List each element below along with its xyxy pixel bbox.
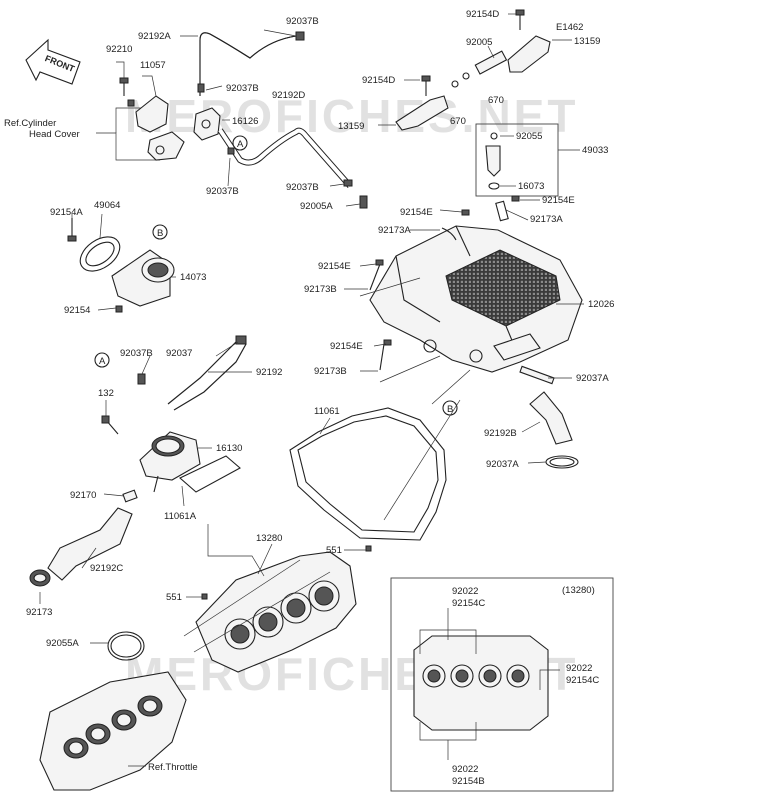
label-92154a: 92154A	[50, 207, 83, 218]
inset-title: (13280)	[562, 585, 595, 596]
label-92154e-b: 92154E	[542, 195, 575, 206]
label-92055a: 92055A	[46, 638, 79, 649]
label-670-b: 670	[450, 116, 466, 127]
label-92037b-hose: 92037B	[120, 348, 153, 359]
o-ring-92055a	[107, 631, 145, 661]
label-92192d: 92192D	[272, 90, 305, 101]
inset-13280: (13280) 92022 92154C 92022 92154C 92022 …	[390, 577, 614, 792]
label-16073: 16073	[518, 181, 544, 192]
callout-b-2: B	[447, 404, 453, 415]
o-ring-92055a-inner	[110, 634, 142, 658]
sensor-assembly-top	[395, 9, 551, 131]
label-670-a: 670	[488, 95, 504, 106]
inset-right-label-2: 92154C	[566, 675, 599, 686]
ref-cylinder-line1: Ref.Cylinder	[4, 118, 56, 129]
label-14073: 14073	[180, 272, 206, 283]
label-92037b-low: 92037B	[206, 186, 239, 197]
label-92210: 92210	[106, 44, 132, 55]
label-11061: 11061	[314, 406, 340, 417]
callout-a-2: A	[99, 356, 106, 367]
label-92192a: 92192A	[138, 31, 171, 42]
label-13280: 13280	[256, 533, 282, 544]
inset-bottom-label-2: 92154B	[452, 776, 485, 787]
label-551-b: 551	[166, 592, 182, 603]
leader-lines	[39, 13, 584, 653]
label-92192c: 92192C	[90, 563, 123, 574]
inset-bottom-label-1: 92022	[452, 764, 478, 775]
label-92037b-low2: 92037B	[286, 182, 319, 193]
label-92037a-a: 92037A	[576, 373, 609, 384]
label-49033: 49033	[582, 145, 608, 156]
air-cleaner-housing-12026	[369, 195, 583, 373]
label-92005a: 92005A	[300, 201, 333, 212]
flange-14073	[67, 218, 175, 313]
label-92154e-a: 92154E	[400, 207, 433, 218]
ref-cylinder-head-cover: Ref.Cylinder Head Cover	[4, 107, 160, 161]
label-92173a-b: 92173A	[530, 214, 563, 225]
ref-cylinder-line2: Head Cover	[29, 129, 80, 140]
label-11057: 11057	[140, 60, 166, 71]
label-13159-mid: 13159	[338, 121, 364, 132]
label-92037-hose: 92037	[166, 348, 192, 359]
duct-16130	[101, 415, 241, 493]
inset-top-label-2: 92154C	[452, 598, 485, 609]
label-16130: 16130	[216, 443, 242, 454]
watermark-top: MEROFICHES.NET	[125, 90, 578, 142]
label-92005-top: 92005	[466, 37, 492, 48]
label-92154e-d: 92154E	[330, 341, 363, 352]
label-92154d-mid: 92154D	[362, 75, 395, 86]
bracket-assembly	[116, 61, 185, 161]
label-132: 132	[98, 388, 114, 399]
callout-b-1: B	[157, 228, 163, 239]
hose-92192	[137, 335, 247, 411]
label-e1462: E1462	[556, 22, 583, 33]
label-92037a-b: 92037A	[486, 459, 519, 470]
label-92173b-a: 92173B	[304, 284, 337, 295]
callout-a-1: A	[237, 139, 244, 150]
ref-throttle-label: Ref.Throttle	[148, 762, 198, 773]
label-92192: 92192	[256, 367, 282, 378]
label-13159-top: 13159	[574, 36, 600, 47]
label-92037b-top: 92037B	[286, 16, 319, 27]
label-16126: 16126	[232, 116, 258, 127]
label-92154: 92154	[64, 305, 90, 316]
gasket-11061	[289, 407, 447, 541]
label-92192b: 92192B	[484, 428, 517, 439]
hose-92192c	[29, 489, 138, 587]
part-labels: 92154D E1462 13159 92005 670 670 92037B …	[26, 9, 614, 649]
label-551-a: 551	[326, 545, 342, 556]
plate-13280	[195, 545, 372, 673]
label-92173a-a: 92173A	[378, 225, 411, 236]
front-arrow-icon: FRONT	[25, 38, 81, 85]
callout-markers: A B A B	[94, 135, 458, 416]
label-92173b-b: 92173B	[314, 366, 347, 377]
label-11061a: 11061A	[164, 511, 197, 522]
label-12026: 12026	[588, 299, 614, 310]
inset-top-label-1: 92022	[452, 586, 478, 597]
label-92154d-top: 92154D	[466, 9, 499, 20]
air-valve-16126	[193, 31, 368, 209]
label-92173: 92173	[26, 607, 52, 618]
label-92055: 92055	[516, 131, 542, 142]
throttle-body: Ref.Throttle	[39, 671, 198, 791]
inset-right-label-1: 92022	[566, 663, 592, 674]
label-49064: 49064	[94, 200, 120, 211]
label-92154e-c: 92154E	[318, 261, 351, 272]
hose-92192b	[519, 365, 579, 469]
label-92170: 92170	[70, 490, 96, 501]
label-92037b-mid: 92037B	[226, 83, 259, 94]
